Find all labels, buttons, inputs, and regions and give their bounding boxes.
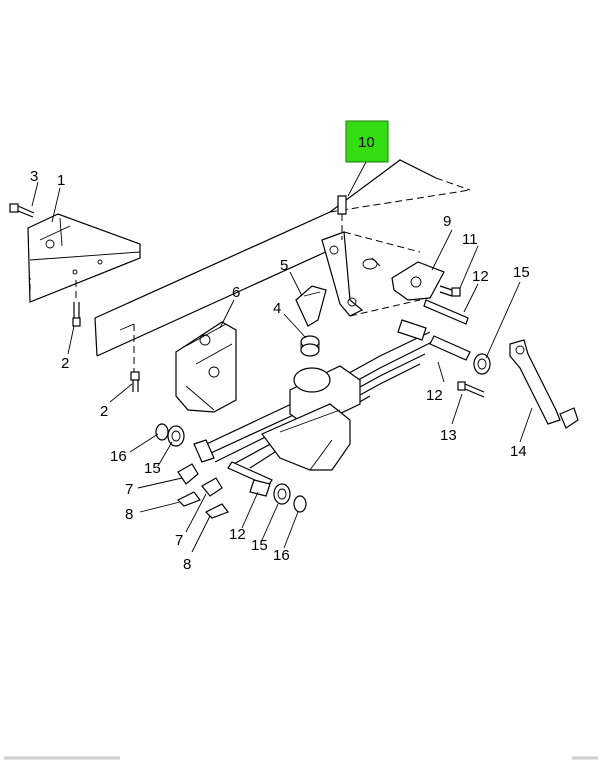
callout-labels: 3 1 2 2 5 4 6 9 11 12 15 12 13 14 16 15 … bbox=[30, 168, 530, 573]
bump-stop-5 bbox=[295, 285, 327, 327]
rear-hanger-bracket-9 bbox=[362, 257, 445, 301]
callout-11: 11 bbox=[462, 231, 478, 248]
bolt-3 bbox=[9, 203, 35, 218]
bushing-15-right bbox=[473, 353, 491, 375]
axle-seat bbox=[261, 365, 361, 471]
shackle-link-14 bbox=[509, 339, 579, 429]
callout-2-upper: 2 bbox=[61, 355, 69, 372]
callout-7-upper: 7 bbox=[125, 481, 133, 498]
callout-12-middle: 12 bbox=[426, 387, 443, 404]
plate-8-upper bbox=[176, 491, 201, 507]
bushing-16-bottom bbox=[293, 495, 307, 513]
spring-hanger-6 bbox=[175, 321, 237, 413]
bushing-15-bottom bbox=[273, 483, 291, 505]
callout-16-bottom: 16 bbox=[273, 547, 290, 564]
plate-8-lower bbox=[204, 503, 229, 519]
front-pin-bushing bbox=[193, 439, 273, 497]
callout-9: 9 bbox=[443, 213, 451, 230]
pin-12-upper bbox=[397, 299, 471, 361]
callout-13: 13 bbox=[440, 427, 457, 444]
clip-7-lower bbox=[201, 477, 223, 497]
callout-4: 4 bbox=[273, 300, 281, 317]
callout-15-left: 15 bbox=[144, 460, 161, 477]
callout-16-left: 16 bbox=[110, 448, 127, 465]
callout-5: 5 bbox=[280, 257, 288, 274]
callout-3: 3 bbox=[30, 168, 38, 185]
bolt-13 bbox=[457, 381, 485, 398]
shackle-10 bbox=[321, 195, 421, 317]
callout-14: 14 bbox=[510, 443, 527, 460]
frame-rail bbox=[94, 159, 471, 380]
callout-6: 6 bbox=[232, 284, 240, 301]
bolt-2-lower bbox=[130, 371, 140, 392]
callout-1: 1 bbox=[57, 172, 65, 189]
bushing-15-left bbox=[167, 425, 185, 447]
callout-2-lower: 2 bbox=[100, 403, 108, 420]
callout-10: 10 bbox=[358, 134, 375, 151]
callout-8-upper: 8 bbox=[125, 506, 133, 523]
callout-15-right: 15 bbox=[513, 264, 530, 281]
callout-7-lower: 7 bbox=[175, 532, 183, 549]
front-hanger-bracket bbox=[27, 213, 141, 303]
leader-lines bbox=[31, 161, 533, 553]
highlight-box bbox=[345, 120, 389, 163]
callout-15-bottom: 15 bbox=[251, 537, 268, 554]
callout-12-upper: 12 bbox=[472, 268, 489, 285]
clip-7-upper bbox=[177, 463, 199, 485]
bolt-2-upper bbox=[72, 280, 81, 327]
bolt-11 bbox=[439, 285, 461, 297]
highlighted-callout-10[interactable]: 10 bbox=[345, 120, 389, 163]
bushing-16-left bbox=[155, 423, 169, 441]
callout-8-lower: 8 bbox=[183, 556, 191, 573]
nut-4 bbox=[300, 335, 320, 357]
callout-12-lower: 12 bbox=[229, 526, 246, 543]
